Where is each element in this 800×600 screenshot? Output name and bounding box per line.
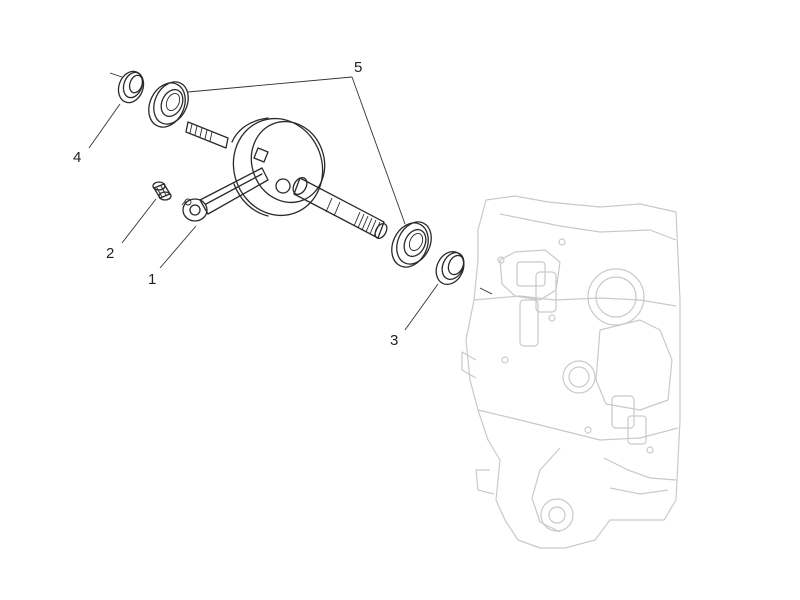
callout-5: 5 [354, 59, 363, 76]
callout-4: 4 [73, 149, 82, 166]
part-2-needle-bearing [152, 181, 172, 201]
part-5-bearing-upper [148, 81, 189, 128]
part-3-oil-seal [435, 250, 493, 295]
callout-3: 3 [390, 332, 399, 349]
callout-2: 2 [106, 245, 115, 262]
crankshaft-assembly [185, 117, 388, 240]
part-1-connecting-rod [181, 167, 269, 222]
callout-1: 1 [148, 271, 157, 288]
crankcase-housing [461, 195, 681, 549]
part-5-bearing-lower [391, 221, 432, 268]
leader-lines [88, 76, 439, 331]
part-4-oil-seal [109, 70, 145, 104]
